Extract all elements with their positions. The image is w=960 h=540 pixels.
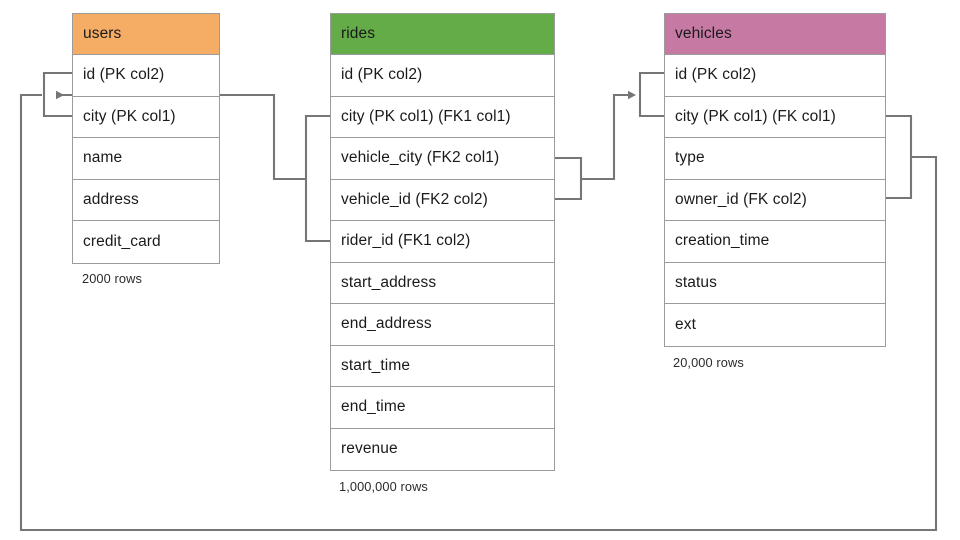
table-rides-column-rider-id[interactable]: rider_id (FK1 col2) bbox=[331, 221, 554, 263]
table-vehicles-row-count: 20,000 rows bbox=[673, 355, 744, 370]
table-rides-column-revenue[interactable]: revenue bbox=[331, 428, 554, 470]
table-users-header: users bbox=[73, 14, 219, 55]
table-rides-column-vehicle-id[interactable]: vehicle_id (FK2 col2) bbox=[331, 179, 554, 221]
column-label: vehicle_city (FK2 col1) bbox=[341, 149, 500, 167]
column-label: start_time bbox=[341, 356, 411, 374]
column-label: start_address bbox=[341, 273, 437, 291]
table-users-column-address[interactable]: address bbox=[73, 179, 219, 221]
column-label: owner_id (FK col2) bbox=[675, 190, 807, 208]
column-label: city (PK col1) bbox=[83, 107, 176, 125]
column-label: end_time bbox=[341, 398, 406, 416]
table-users-column-credit-card[interactable]: credit_card bbox=[73, 221, 219, 263]
column-label: credit_card bbox=[83, 232, 161, 250]
table-vehicles-column-city[interactable]: city (PK col1) (FK col1) bbox=[665, 96, 885, 138]
table-vehicles-column-type[interactable]: type bbox=[665, 138, 885, 180]
table-rides-title: rides bbox=[341, 25, 376, 42]
column-label: ext bbox=[675, 315, 696, 333]
table-users-column-id[interactable]: id (PK col2) bbox=[73, 55, 219, 97]
column-label: id (PK col2) bbox=[341, 66, 423, 84]
table-vehicles-column-creation-time[interactable]: creation_time bbox=[665, 221, 885, 263]
column-label: id (PK col2) bbox=[83, 66, 165, 84]
table-users[interactable]: users id (PK col2) city (PK col1) name a… bbox=[72, 13, 220, 264]
table-rides-column-vehicle-city[interactable]: vehicle_city (FK2 col1) bbox=[331, 138, 554, 180]
table-vehicles[interactable]: vehicles id (PK col2) city (PK col1) (FK… bbox=[664, 13, 886, 347]
column-label: rider_id (FK1 col2) bbox=[341, 232, 471, 250]
table-vehicles-column-ext[interactable]: ext bbox=[665, 304, 885, 346]
table-rides-column-id[interactable]: id (PK col2) bbox=[331, 55, 554, 97]
table-rides-column-city[interactable]: city (PK col1) (FK1 col1) bbox=[331, 96, 554, 138]
table-rides-column-start-time[interactable]: start_time bbox=[331, 345, 554, 387]
column-label: name bbox=[83, 149, 123, 167]
table-vehicles-title: vehicles bbox=[675, 25, 732, 42]
table-rides-row-count: 1,000,000 rows bbox=[339, 479, 428, 494]
table-vehicles-column-owner-id[interactable]: owner_id (FK col2) bbox=[665, 179, 885, 221]
column-label: creation_time bbox=[675, 232, 770, 250]
table-vehicles-header: vehicles bbox=[665, 14, 885, 55]
column-label: revenue bbox=[341, 440, 398, 458]
connector-fk2-rides-vehicles bbox=[555, 71, 664, 201]
table-rides-header: rides bbox=[331, 14, 554, 55]
column-label: address bbox=[83, 190, 139, 208]
column-label: city (PK col1) (FK1 col1) bbox=[341, 107, 511, 125]
column-label: status bbox=[675, 273, 717, 291]
table-users-row-count: 2000 rows bbox=[82, 271, 142, 286]
table-users-column-name[interactable]: name bbox=[73, 138, 219, 180]
table-rides[interactable]: rides id (PK col2) city (PK col1) (FK1 c… bbox=[330, 13, 555, 471]
column-label: vehicle_id (FK2 col2) bbox=[341, 190, 488, 208]
table-users-title: users bbox=[83, 25, 122, 42]
table-rides-column-end-address[interactable]: end_address bbox=[331, 304, 554, 346]
column-label: id (PK col2) bbox=[675, 66, 757, 84]
column-label: type bbox=[675, 149, 705, 167]
table-rides-column-start-address[interactable]: start_address bbox=[331, 262, 554, 304]
table-users-column-city[interactable]: city (PK col1) bbox=[73, 96, 219, 138]
table-vehicles-column-status[interactable]: status bbox=[665, 262, 885, 304]
column-label: end_address bbox=[341, 315, 432, 333]
table-rides-column-end-time[interactable]: end_time bbox=[331, 387, 554, 429]
column-label: city (PK col1) (FK col1) bbox=[675, 107, 836, 125]
table-vehicles-column-id[interactable]: id (PK col2) bbox=[665, 55, 885, 97]
